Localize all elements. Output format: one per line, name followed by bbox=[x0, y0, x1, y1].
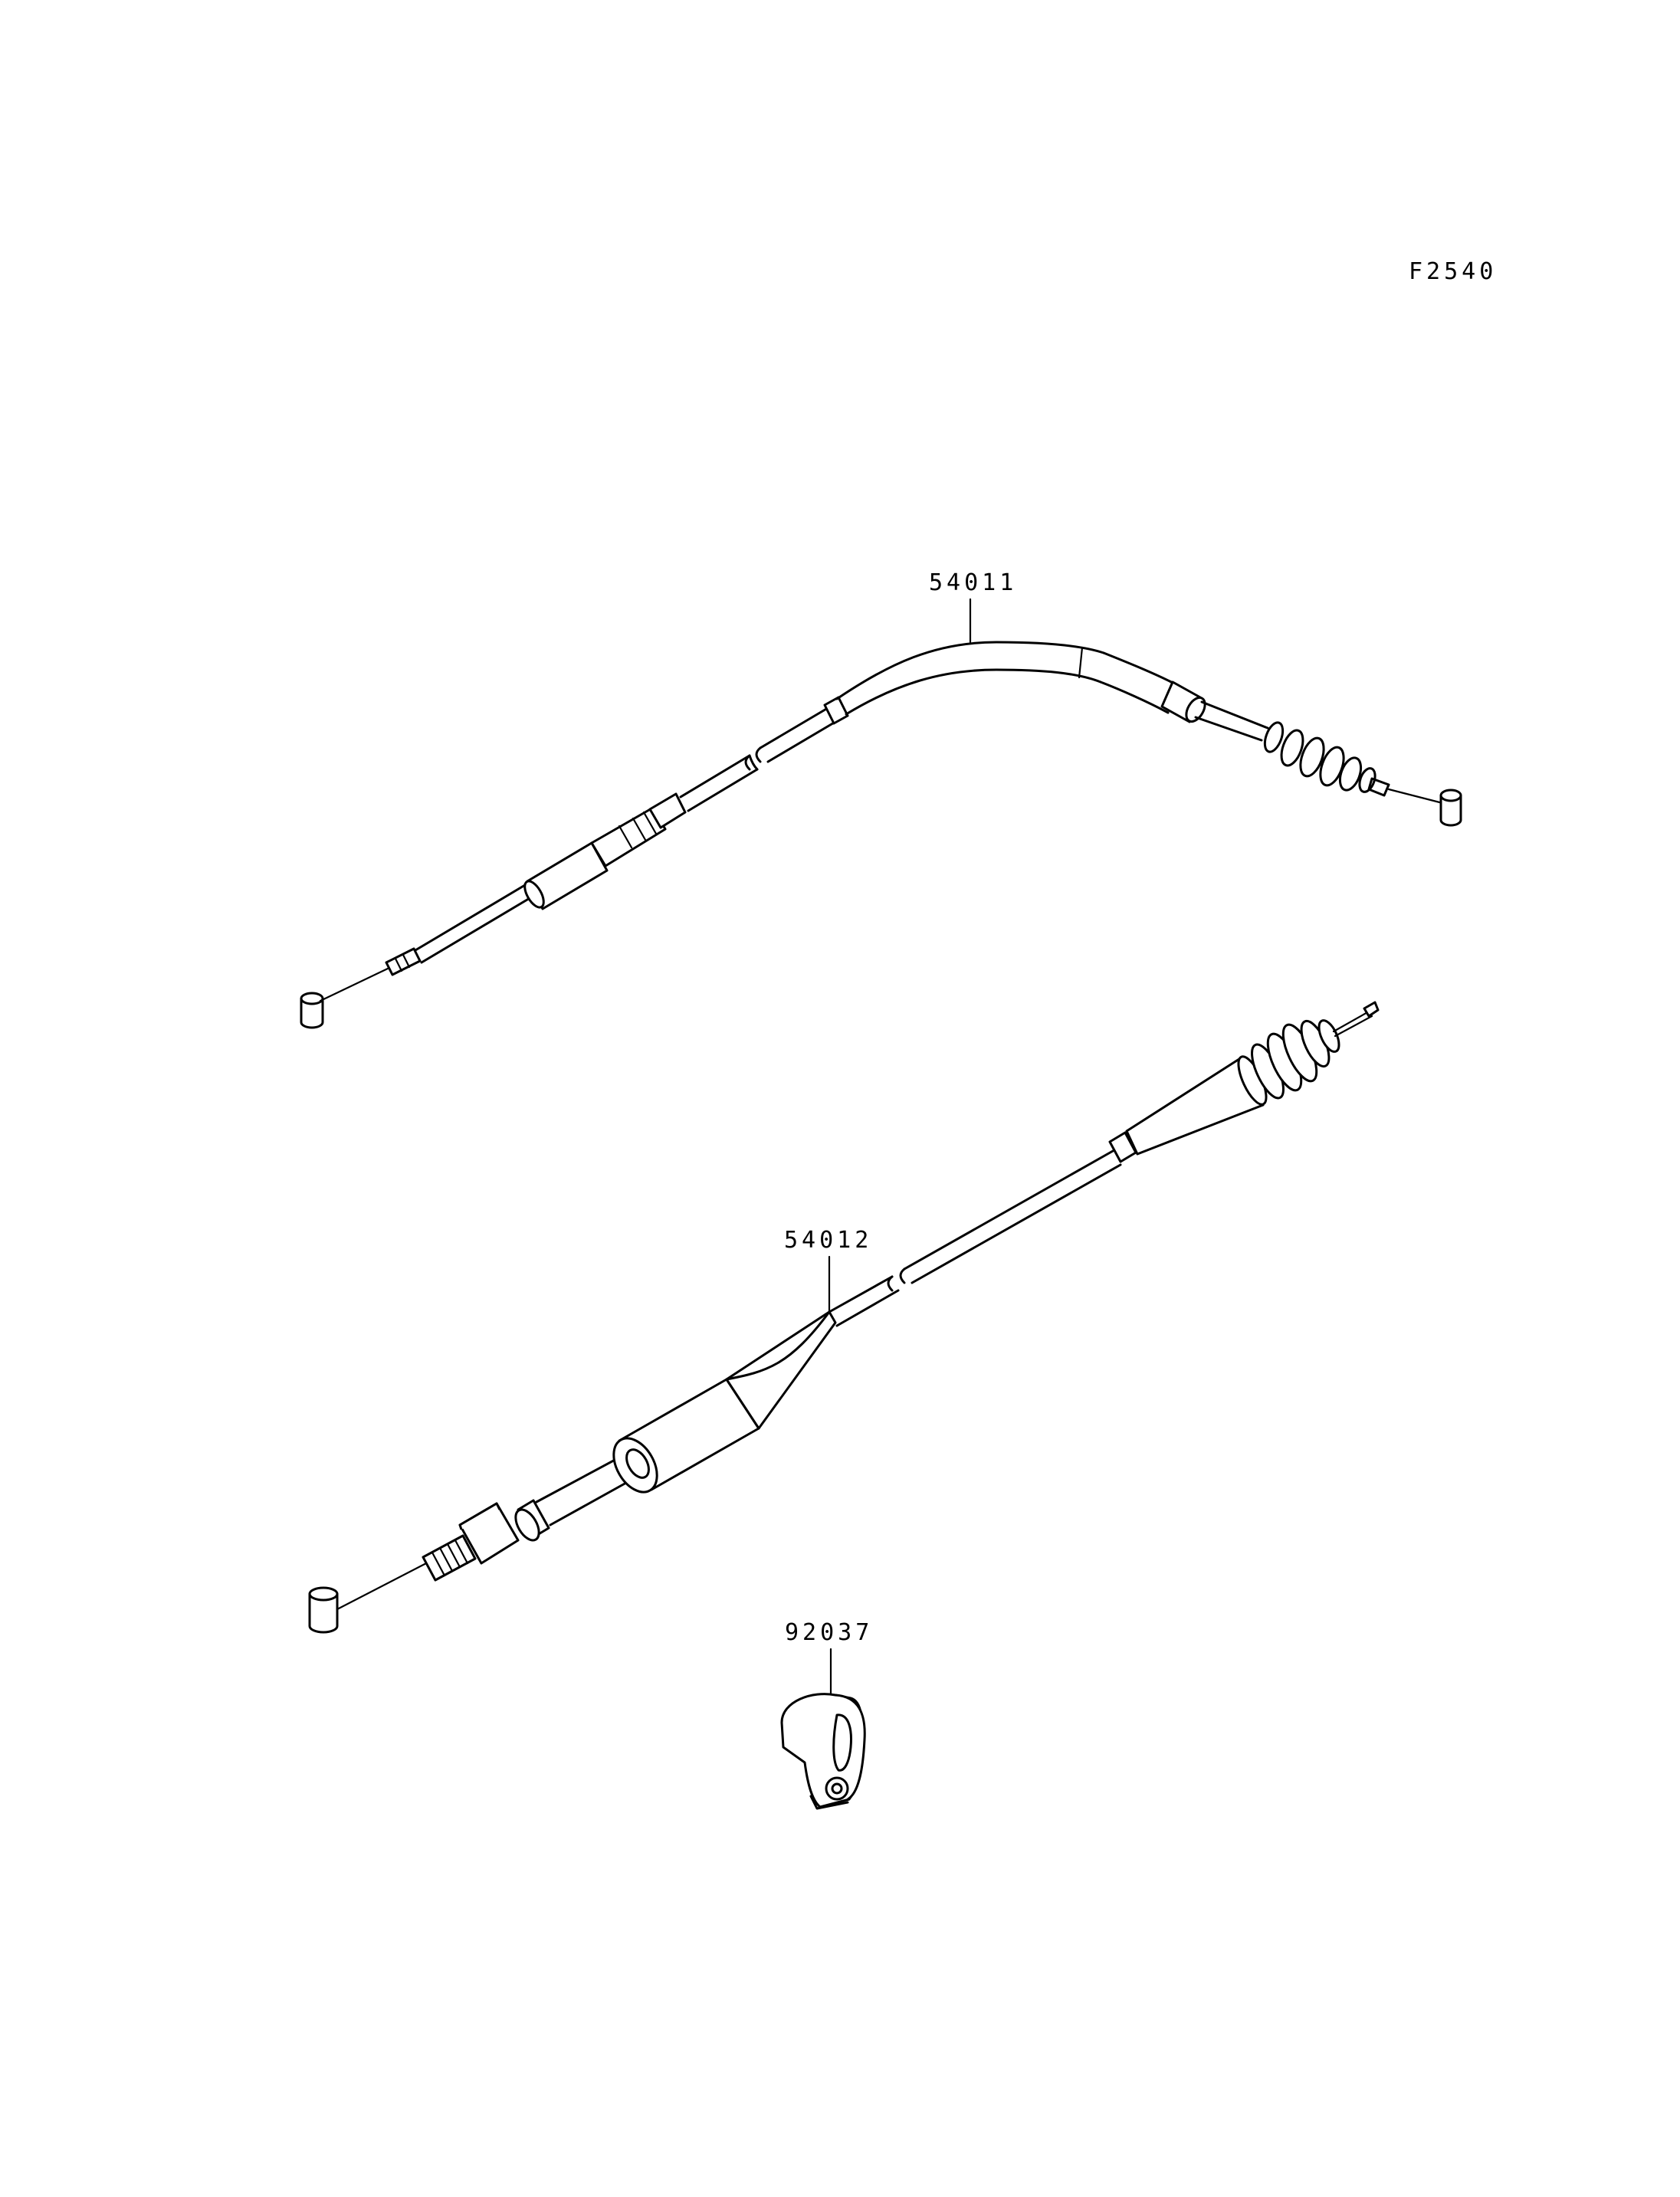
sheath-ring bbox=[823, 696, 849, 725]
rubber-boot-54012 bbox=[1125, 1019, 1340, 1156]
cable-sleeve bbox=[612, 1310, 837, 1494]
figure-code: F2540 bbox=[1409, 258, 1497, 285]
clamp-92037: 92037 bbox=[780, 1619, 873, 1810]
cable-end-nipple-left bbox=[300, 992, 324, 1029]
cable-end-nipple-right bbox=[1439, 789, 1462, 827]
cable-end-nipple-left-54012 bbox=[308, 1586, 339, 1634]
part-label-54012: 54012 bbox=[784, 1227, 872, 1254]
threaded-adjuster bbox=[422, 1499, 550, 1582]
clamp-icon bbox=[780, 1693, 866, 1810]
part-label-54011: 54011 bbox=[929, 569, 1017, 596]
rubber-boot-54011 bbox=[1263, 721, 1376, 793]
cable-adjuster bbox=[523, 792, 687, 910]
part-label-92037: 92037 bbox=[785, 1619, 873, 1646]
cable-ferrule-right bbox=[1160, 680, 1206, 723]
cable-54012: 54012 bbox=[308, 1001, 1380, 1634]
cable-54011: 54011 bbox=[300, 569, 1462, 1029]
wire-ferrule bbox=[385, 947, 422, 976]
